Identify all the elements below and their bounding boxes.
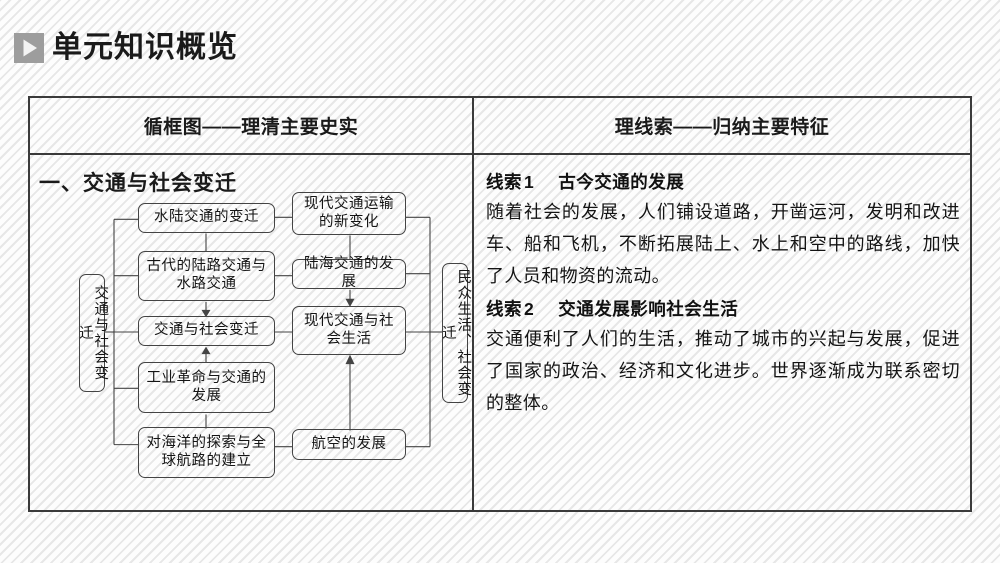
table-header-row: 循框图——理清主要史实 理线索——归纳主要特征 [30,98,970,155]
play-triangle-icon [14,33,44,63]
clue-2-number: 2 [524,299,535,320]
header-left-label: 循框图——理清主要史实 [143,117,359,138]
clue-1-body: 随着社会的发展，人们铺设道路，开凿运河，发明和改进车、船和飞机，不断拓展陆上、水… [486,202,960,287]
flow-node-n5: 对海洋的探索与全球航路的建立 [138,427,275,478]
clue-2-body: 交通便利了人们的生活，推动了城市的兴起与发展，促进了国家的政治、经济和文化进步。… [486,329,960,414]
clue-2-heading: 交通发展影响社会生活 [558,299,739,320]
flowchart: 交通与社会变迁 民众生活、社会变迁 水陆交通的变迁 古代的陆路交通与水路交通 交… [30,155,472,510]
section-heading: 一、交通与社会变迁 [39,172,237,195]
flow-node-n9: 航空的发展 [292,429,406,460]
page-title: 单元知识概览 [52,31,238,64]
flow-node-n8: 现代交通与社会生活 [292,306,406,355]
content-table: 循框图——理清主要史实 理线索——归纳主要特征 一、交通与社会变迁 [28,96,972,512]
clue-1-heading: 古今交通的发展 [558,172,685,192]
clue-1-number: 1 [524,172,535,192]
flow-node-n3: 交通与社会变迁 [138,316,275,346]
header-right-label: 理线索——归纳主要特征 [614,117,830,138]
table-header-cell-right: 理线索——归纳主要特征 [474,98,970,153]
flow-node-n6: 现代交通运输的新变化 [292,192,406,235]
flow-node-n1: 水陆交通的变迁 [138,203,275,233]
flow-node-n4: 工业革命与交通的发展 [138,362,275,413]
flow-node-n2: 古代的陆路交通与水路交通 [138,251,275,301]
flow-node-spine-right: 民众生活、社会变迁 [440,263,471,403]
flow-node-spine-left: 交通与社会变迁 [77,274,108,392]
table-body-row: 一、交通与社会变迁 [30,155,970,510]
clue-1-label: 线索 [486,172,522,192]
flow-node-n7: 陆海交通的发展 [292,256,406,290]
table-header-cell-left: 循框图——理清主要史实 [30,98,474,153]
clue-2-label: 线索 [486,299,522,320]
slide-title-row: 单元知识概览 [14,26,238,70]
flowchart-cell: 一、交通与社会变迁 [30,155,474,510]
